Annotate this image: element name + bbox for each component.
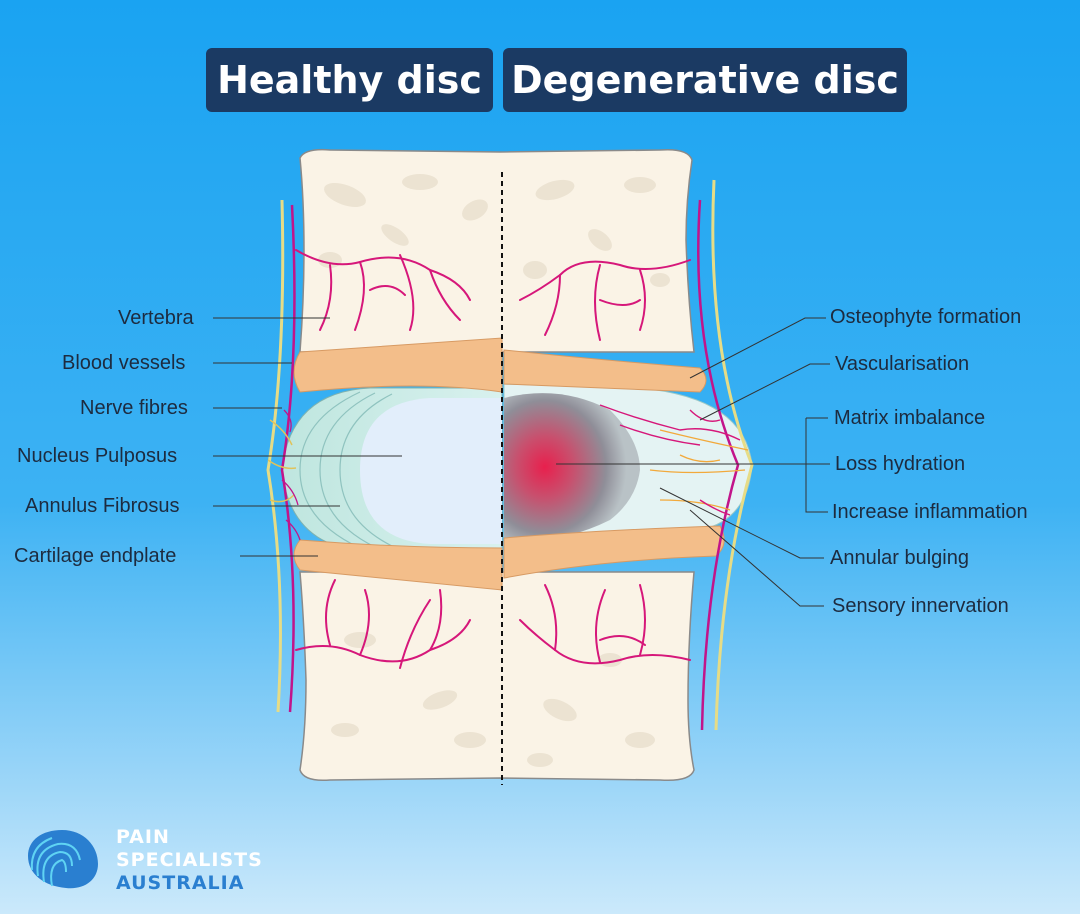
nucleus-pulposus-shape — [360, 398, 502, 544]
label-sensory-innervation: Sensory innervation — [832, 595, 1009, 617]
label-vertebra: Vertebra — [118, 307, 194, 329]
label-matrix-imbalance: Matrix imbalance — [834, 407, 986, 429]
right-leader-lines — [556, 317, 830, 607]
label-nerve-fibres: Nerve fibres — [80, 397, 188, 419]
upper-endplate-degen — [503, 349, 707, 393]
label-nucleus-pulposus: Nucleus Pulposus — [17, 445, 178, 467]
upper-endplate-healthy — [293, 337, 503, 393]
lower-endplate-healthy — [293, 539, 503, 591]
label-osteophyte-formation: Osteophyte formation — [830, 306, 1022, 328]
label-annular-bulging: Annular bulging — [830, 547, 969, 569]
lower-vertebra — [299, 571, 695, 782]
bone-texture — [318, 174, 670, 767]
left-leader-lines — [213, 317, 402, 557]
label-annulus-fibrosus: Annulus Fibrosus — [25, 495, 180, 517]
label-increase-inflammation: Increase inflammation — [832, 501, 1028, 523]
label-vascularisation: Vascularisation — [835, 353, 970, 375]
label-blood-vessels: Blood vessels — [62, 352, 186, 374]
logo-line-specialists: SPECIALISTS — [116, 849, 263, 871]
label-loss-hydration: Loss hydration — [835, 453, 966, 475]
degenerative-disc-title: Degenerative disc — [503, 48, 907, 112]
fingerprint-logo-icon — [28, 830, 98, 889]
logo-line-pain: PAIN — [116, 826, 170, 848]
logo-line-australia: AUSTRALIA — [116, 872, 245, 894]
degenerated-nucleus — [504, 393, 640, 541]
lower-endplate-degen — [503, 525, 725, 579]
healthy-disc-title: Healthy disc — [206, 48, 493, 112]
label-cartilage-endplate: Cartilage endplate — [14, 545, 177, 567]
